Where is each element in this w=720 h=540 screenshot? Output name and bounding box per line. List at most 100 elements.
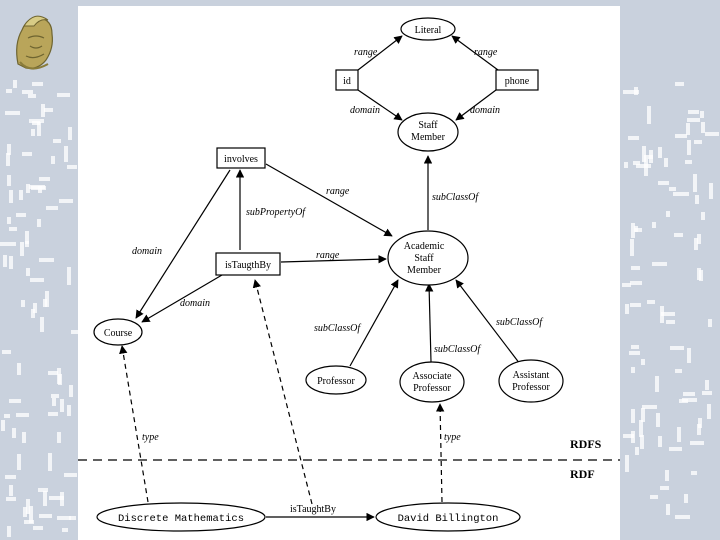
background-dash (697, 234, 701, 244)
edge-label-subclassof: subClassOf (434, 344, 481, 355)
background-dash (2, 350, 11, 354)
background-dash (22, 432, 26, 443)
background-dash (23, 507, 27, 517)
background-dash (17, 454, 21, 470)
background-dash (675, 515, 690, 519)
background-dash (33, 526, 43, 530)
background-dash (28, 94, 36, 98)
background-dash (39, 514, 52, 518)
background-dash (644, 155, 653, 159)
background-dash (4, 414, 10, 418)
background-dash (7, 144, 11, 155)
svg-text:Professor: Professor (317, 376, 355, 387)
edge-taught-subproperty-involves: subPropertyOf (235, 169, 306, 250)
background-dash (57, 516, 71, 520)
background-dash (9, 227, 17, 231)
svg-text:David Billington: David Billington (398, 513, 499, 525)
diagram-panel (78, 6, 620, 540)
background-dash (33, 303, 37, 313)
background-dash (19, 190, 23, 200)
logo-statue-icon (16, 15, 53, 70)
background-dash (39, 258, 54, 262)
edge-phone-domain-staff: domain (455, 89, 500, 121)
background-dash (625, 455, 629, 472)
background-dash (1, 420, 5, 431)
background-dash (631, 223, 635, 238)
background-dash (628, 136, 639, 140)
background-dash (677, 427, 681, 442)
node-id: id (335, 69, 359, 91)
background-dash (29, 119, 44, 123)
svg-text:Assistant: Assistant (513, 370, 550, 381)
background-dash (658, 436, 662, 447)
background-dash (6, 153, 10, 166)
background-dash (62, 528, 68, 532)
edge-david-type-associate: type (435, 403, 461, 503)
background-dash (17, 363, 21, 375)
node-professor: Professor (305, 365, 367, 395)
background-dash (683, 392, 695, 396)
background-dash (687, 118, 700, 122)
edge-label-range: range (354, 47, 378, 58)
edge-professor-subclass-academic: subClassOf (314, 279, 399, 367)
background-dash (625, 304, 629, 314)
background-dash (39, 177, 50, 181)
background-dash (37, 122, 41, 136)
background-dash (640, 435, 644, 449)
background-dash (57, 93, 70, 97)
background-dash (641, 408, 645, 422)
background-dash (655, 376, 659, 392)
background-dash (57, 432, 61, 443)
background-dash (634, 226, 638, 232)
background-dash (29, 506, 33, 523)
background-dash (12, 428, 16, 438)
background-dash (688, 110, 699, 114)
background-dash (641, 359, 645, 365)
svg-text:Academic: Academic (404, 241, 445, 252)
layer-label-rdfs: RDFS (570, 437, 602, 451)
background-dash (647, 300, 655, 304)
background-dash (31, 129, 35, 136)
background-dash (6, 497, 16, 501)
background-dash (650, 495, 658, 499)
edge-label-domain: domain (180, 298, 210, 309)
edge-label-range: range (316, 250, 340, 261)
background-dash (7, 526, 11, 537)
edge-academic-subclass-staff: subClassOf (423, 155, 479, 230)
svg-text:phone: phone (505, 76, 530, 87)
svg-text:Member: Member (411, 132, 446, 143)
background-dash (31, 186, 46, 190)
background-dash (3, 255, 7, 267)
background-dash (57, 368, 61, 384)
svg-text:Staff: Staff (418, 120, 438, 131)
background-dash (686, 123, 690, 135)
background-dash (700, 111, 704, 118)
background-dash (660, 306, 664, 323)
node-course: Course (93, 318, 143, 346)
background-dash (631, 431, 635, 443)
background-dash (64, 146, 68, 162)
background-dash (669, 187, 676, 191)
background-dash (658, 147, 662, 158)
edge-label-subpropertyof: subPropertyOf (246, 207, 306, 218)
background-dash (675, 369, 682, 373)
background-dash (670, 346, 684, 350)
background-dash (48, 453, 52, 471)
background-dash (48, 412, 58, 416)
background-dash (705, 132, 719, 136)
background-dash (697, 424, 701, 435)
edge-involves-range-academic: range (265, 163, 393, 237)
edge-label-subclassof: subClassOf (314, 323, 361, 334)
edge-label-subclassof: subClassOf (432, 192, 479, 203)
background-dash (631, 266, 640, 270)
background-dash (59, 199, 73, 203)
edge-label-range: range (474, 47, 498, 58)
edge-phone-range-literal: range (451, 35, 499, 71)
background-dash (666, 211, 670, 217)
background-dash (0, 242, 16, 246)
background-dash (37, 219, 41, 227)
background-dash (623, 90, 639, 94)
background-dash (630, 303, 641, 307)
background-dash (9, 485, 13, 496)
